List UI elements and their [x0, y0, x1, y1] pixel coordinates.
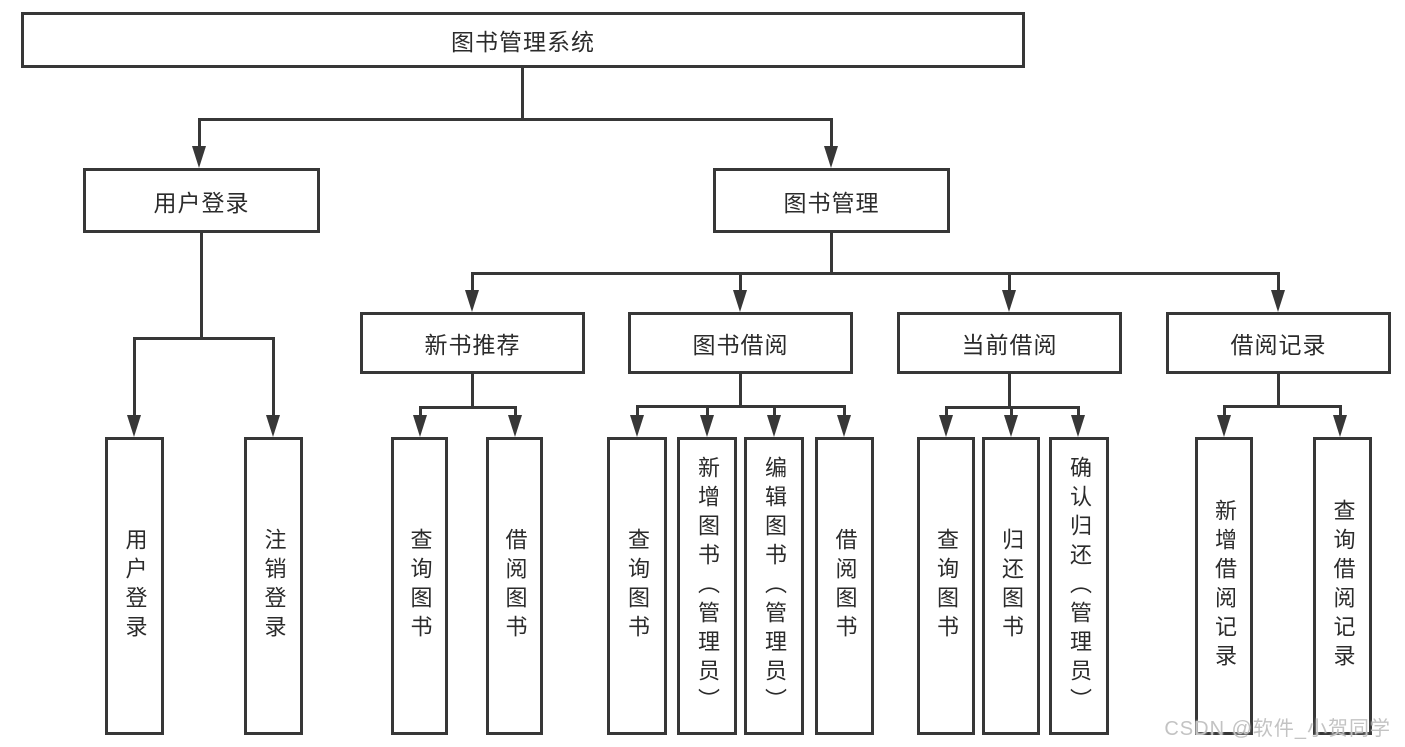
arrow-down-icon [465, 290, 479, 312]
node-label: 当前借阅 [961, 332, 1058, 358]
node-label: 新书推荐 [424, 332, 521, 358]
connector-line [1277, 272, 1280, 290]
connector-line [198, 118, 833, 121]
node-borrow-records: 借阅记录 [1166, 312, 1391, 374]
leaf-label: 注销登录 [261, 528, 287, 644]
leaf-confirm-return-admin: 确认归还（管理员） [1049, 437, 1109, 735]
connector-line [830, 233, 833, 272]
connector-line [706, 405, 709, 415]
leaf-query-books-recommend: 查询图书 [391, 437, 448, 735]
node-label: 图书管理 [783, 189, 880, 216]
arrow-down-icon [1333, 415, 1347, 437]
arrow-down-icon [1071, 415, 1085, 437]
connector-line [773, 405, 776, 415]
leaf-edit-book-admin: 编辑图书（管理员） [744, 437, 804, 735]
connector-line [471, 272, 1280, 275]
leaf-label: 归还图书 [999, 528, 1024, 644]
csdn-watermark: CSDN @软件_小贺同学 [1164, 718, 1391, 740]
connector-line [1008, 374, 1011, 406]
arrow-down-icon [1217, 415, 1231, 437]
connector-line [1008, 272, 1011, 290]
leaf-label: 查询图书 [407, 528, 433, 644]
leaf-label: 借阅图书 [502, 528, 528, 644]
connector-line [636, 405, 845, 408]
leaf-query-books-current: 查询图书 [917, 437, 975, 735]
arrow-down-icon [1004, 415, 1018, 437]
node-label: 用户登录 [153, 189, 250, 216]
arrow-down-icon [767, 415, 781, 437]
connector-line [471, 374, 474, 406]
arrow-down-icon [1271, 290, 1285, 312]
leaf-logout: 注销登录 [244, 437, 303, 735]
leaf-label: 查询图书 [625, 528, 650, 644]
leaf-label: 新增借阅记录 [1212, 499, 1237, 673]
leaf-return-books: 归还图书 [982, 437, 1040, 735]
arrow-down-icon [1002, 290, 1016, 312]
arrow-down-icon [939, 415, 953, 437]
leaf-label: 新增图书（管理员） [695, 455, 720, 717]
connector-line [1223, 405, 1226, 415]
node-label: 图书管理系统 [451, 29, 595, 55]
leaf-label: 编辑图书（管理员） [762, 455, 787, 717]
arrow-down-icon [824, 146, 838, 168]
connector-line [1223, 405, 1342, 408]
connector-line [1277, 374, 1280, 405]
arrow-down-icon [413, 415, 427, 437]
connector-line [1339, 405, 1342, 415]
connector-line [1077, 406, 1080, 415]
connector-line [521, 68, 524, 118]
arrow-down-icon [733, 290, 747, 312]
connector-line [830, 118, 833, 146]
connector-line [200, 233, 203, 340]
leaf-borrow-books-recommend: 借阅图书 [486, 437, 543, 735]
leaf-label: 用户登录 [122, 528, 148, 644]
leaf-add-borrow-record: 新增借阅记录 [1195, 437, 1253, 735]
leaf-label: 借阅图书 [832, 528, 858, 644]
arrow-down-icon [700, 415, 714, 437]
connector-line [133, 337, 136, 415]
connector-line [198, 118, 201, 146]
arrow-down-icon [837, 415, 851, 437]
connector-line [636, 405, 639, 415]
leaf-label: 查询借阅记录 [1330, 499, 1356, 673]
arrow-down-icon [192, 146, 206, 168]
leaf-label: 查询图书 [934, 528, 959, 644]
leaf-label: 确认归还（管理员） [1067, 455, 1092, 717]
node-user-login: 用户登录 [83, 168, 320, 233]
connector-line [945, 406, 948, 415]
leaf-query-books-borrowing: 查询图书 [607, 437, 667, 735]
connector-line [739, 374, 742, 405]
connector-line [471, 272, 474, 290]
arrow-down-icon [508, 415, 522, 437]
connector-line [514, 406, 517, 415]
connector-line [419, 406, 517, 409]
node-root-library-system: 图书管理系统 [21, 12, 1025, 68]
leaf-borrow-books: 借阅图书 [815, 437, 874, 735]
node-current-borrowing: 当前借阅 [897, 312, 1122, 374]
arrow-down-icon [630, 415, 644, 437]
arrow-down-icon [127, 415, 141, 437]
connector-line [739, 272, 742, 290]
node-new-book-recommend: 新书推荐 [360, 312, 585, 374]
leaf-query-borrow-record: 查询借阅记录 [1313, 437, 1372, 735]
leaf-add-book-admin: 新增图书（管理员） [677, 437, 737, 735]
node-label: 图书借阅 [692, 332, 789, 358]
connector-line [843, 405, 846, 415]
connector-line [133, 337, 275, 340]
arrow-down-icon [266, 415, 280, 437]
node-book-management: 图书管理 [713, 168, 950, 233]
connector-line [1010, 406, 1013, 415]
leaf-user-login: 用户登录 [105, 437, 164, 735]
node-book-borrowing: 图书借阅 [628, 312, 853, 374]
connector-line [419, 406, 422, 415]
connector-line [272, 337, 275, 415]
node-label: 借阅记录 [1230, 332, 1327, 358]
